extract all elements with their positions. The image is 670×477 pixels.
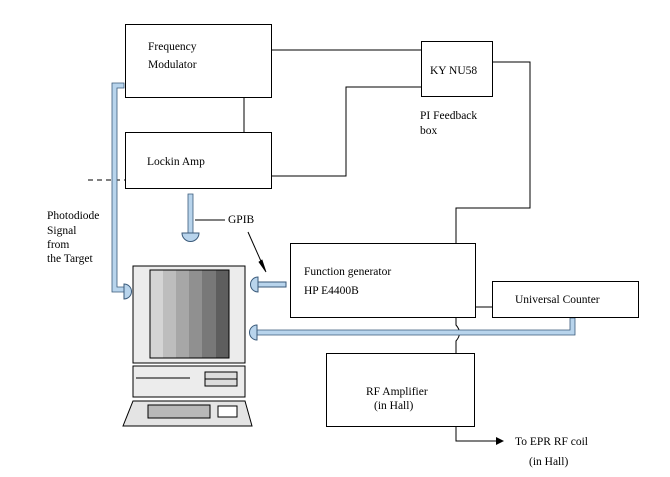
photodiode-label-line3: from: [47, 239, 70, 251]
frequency-modulator-box: [125, 24, 272, 98]
gpib-label: GPIB: [228, 214, 255, 226]
gpib-cables: [111, 82, 576, 336]
cable-counter-to-pc: [256, 317, 576, 336]
universal-counter-box: [492, 281, 639, 318]
kynu58-label: KY NU58: [430, 65, 478, 77]
rf-amplifier-box: [326, 353, 475, 427]
cable-left: [111, 82, 125, 293]
lockin-amp-box: [125, 132, 272, 189]
function-generator-label-line2: HP E4400B: [304, 285, 359, 297]
kynu58-box: [421, 41, 493, 97]
computer-illustration: [122, 265, 253, 427]
epr-coil-label-line1: To EPR RF coil: [515, 436, 588, 448]
function-generator-box: [290, 243, 476, 318]
cable-lockin-gpib: [187, 193, 194, 234]
photodiode-label-line4: the Target: [47, 253, 93, 265]
pi-feedback-label-line2: box: [420, 125, 438, 137]
cable-plugs: [123, 232, 287, 341]
lockin-amp-label: Lockin Amp: [147, 156, 205, 168]
wire-kynu58-to-funcgen: [455, 61, 531, 262]
rf-amplifier-label-line2: (in Hall): [374, 400, 414, 412]
rf-amplifier-label-line1: RF Amplifier: [366, 386, 428, 398]
function-generator-label-line1: Function generator: [304, 266, 392, 278]
photodiode-label-line1: Photodiode: [47, 210, 100, 222]
frequency-modulator-label-line1: Frequency: [148, 41, 197, 53]
pi-feedback-label-line1: PI Feedback: [420, 110, 478, 122]
universal-counter-label: Universal Counter: [515, 294, 600, 306]
photodiode-label-line2: Signal: [47, 225, 77, 237]
epr-coil-label-line2: (in Hall): [529, 456, 569, 468]
frequency-modulator-label-line2: Modulator: [148, 59, 197, 71]
wire-lockin-to-kynu58: [265, 86, 424, 177]
